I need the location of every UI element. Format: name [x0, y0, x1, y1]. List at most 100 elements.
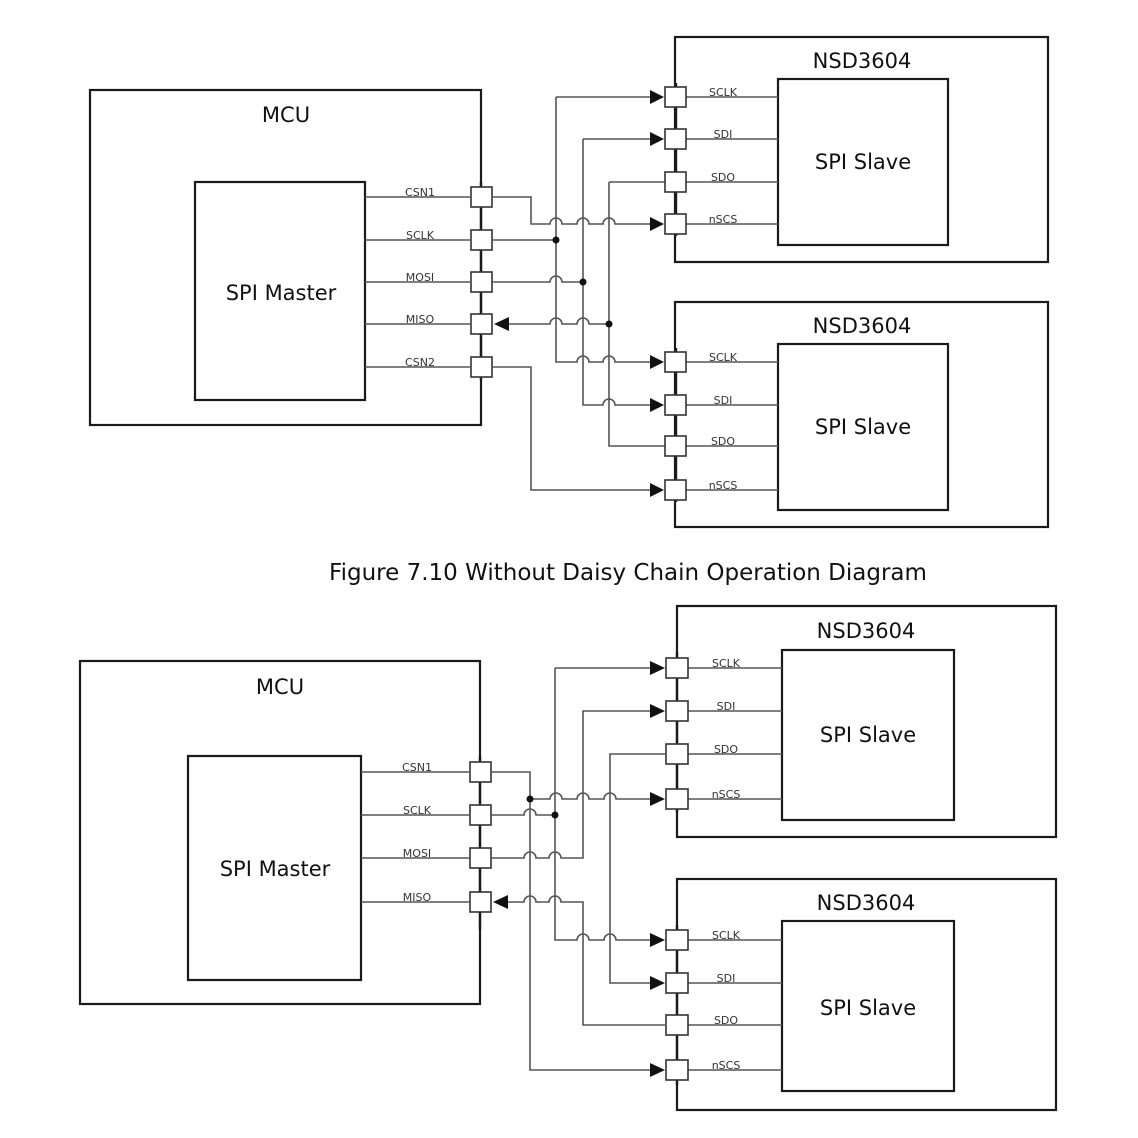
arrow-in: [650, 976, 665, 990]
arrow-in: [650, 933, 665, 947]
mcu-pin-label-sclk: SCLK: [403, 804, 432, 817]
mcu-pin-label-miso: MISO: [403, 891, 432, 904]
junction-csn1: [526, 795, 534, 803]
mcu-pin-label-mosi: MOSI: [406, 271, 434, 284]
mcu-pin-label-csn1: CSN1: [402, 761, 432, 774]
slave-2: NSD3604 SPI Slave SCLK SDI SDO nSCS: [650, 877, 1058, 1112]
mcu-pins: CSN1 SCLK MOSI MISO: [361, 761, 492, 913]
arrow-in: [650, 90, 664, 104]
wire-csn1: [491, 771, 652, 1071]
slave-pin-label-sdi: SDI: [714, 128, 733, 141]
mcu-pin-csn2: [470, 356, 493, 378]
mcu-pin-mosi: [469, 847, 492, 869]
mcu-pin-csn1: [470, 186, 493, 208]
wire-csn2: [492, 366, 652, 491]
wire-sclk-v: [555, 97, 652, 363]
slave-pin-label-sclk: SCLK: [709, 351, 738, 364]
slave-pin-label-sdo: SDO: [714, 743, 738, 756]
slave-pin-label-sdo: SDO: [714, 1014, 738, 1027]
wire-mosi: [491, 710, 652, 859]
slave-pin-label-sdo: SDO: [711, 171, 735, 184]
mcu-title: MCU: [256, 675, 304, 699]
slave-1: NSD3604 SPI Slave SCLK SDI SDO nSCS: [650, 35, 1050, 264]
spi-slave-box: [776, 342, 950, 512]
junction-sclk: [551, 811, 559, 819]
spi-slave-label: SPI Slave: [815, 150, 911, 174]
slave-pin-label-nscs: nSCS: [709, 213, 738, 226]
spi-slave-box: [780, 648, 956, 822]
slave-1: NSD3604 SPI Slave SCLK SDI SDO nSCS: [650, 604, 1058, 839]
arrow-in: [650, 398, 664, 412]
slave-pin-sclk: [664, 351, 687, 373]
slave-pin-label-sclk: SCLK: [712, 657, 741, 670]
spi-master-box: [193, 180, 367, 402]
slave-pin-sdo: [664, 435, 687, 457]
spi-master-label: SPI Master: [226, 281, 337, 305]
mcu-pin-label-csn1: CSN1: [405, 186, 435, 199]
slave-pin-label-sdi: SDI: [717, 972, 736, 985]
slave-title: NSD3604: [813, 314, 912, 338]
arrow-in: [650, 1063, 665, 1077]
junction-sclk: [552, 236, 560, 244]
wire-csn1-slave1: [530, 792, 652, 800]
slave-pin-label-nscs: nSCS: [712, 788, 741, 801]
slave-pin-label-nscs: nSCS: [709, 479, 738, 492]
slave-pin-sdo: [665, 1014, 689, 1036]
arrow-miso: [493, 895, 508, 909]
mcu-pin-csn1: [469, 761, 492, 783]
wire-sclk-v: [554, 668, 652, 941]
slave-pin-label-nscs: nSCS: [712, 1059, 741, 1072]
spi-master-label: SPI Master: [220, 857, 331, 881]
slave-pin-sdi: [665, 700, 689, 722]
spi-slave-box: [780, 919, 956, 1093]
arrow-in: [650, 704, 665, 718]
wire-mosi-v: [582, 139, 652, 406]
wire-sclk-h: [491, 808, 555, 816]
slave-title: NSD3604: [813, 49, 912, 73]
slave-pin-sdi: [664, 128, 687, 150]
arrow-in: [650, 132, 664, 146]
slave-pin-sdo: [665, 743, 689, 765]
spi-slave-label: SPI Slave: [820, 723, 916, 747]
mcu-pin-mosi: [470, 271, 493, 293]
slave-pin-sdi: [665, 972, 689, 994]
slave-pin-nscs: [664, 479, 687, 501]
wires-top: [492, 96, 665, 491]
slave-pin-nscs: [664, 213, 687, 235]
mcu-pin-sclk: [469, 804, 492, 826]
slave-pin-sdi: [664, 394, 687, 416]
slave-pin-sclk: [665, 929, 689, 951]
mcu-pin-label-miso: MISO: [406, 313, 435, 326]
mcu-box: [88, 88, 483, 427]
mcu-pin-label-csn2: CSN2: [405, 356, 435, 369]
wire-csn1: [492, 196, 652, 225]
slave-title: NSD3604: [817, 891, 916, 915]
wire-sdo1-sdi2: [609, 753, 665, 984]
arrow-in: [650, 355, 664, 369]
mcu-title: MCU: [262, 103, 310, 127]
arrow-in: [650, 661, 665, 675]
spi-slave-label: SPI Slave: [815, 415, 911, 439]
arrow-in: [650, 483, 664, 497]
mcu-pin-sclk: [470, 229, 493, 251]
slave-pin-nscs: [665, 788, 689, 810]
slave-pin-sdo: [664, 171, 687, 193]
slave-pin-label-sdi: SDI: [717, 700, 736, 713]
arrow-in: [650, 792, 665, 806]
diagram-daisy-chain: MCU SPI Master CSN1 SCLK MOSI MISO: [78, 604, 1058, 1112]
slave-title: NSD3604: [817, 619, 916, 643]
spi-slave-box: [776, 77, 950, 247]
slave-pin-sclk: [664, 86, 687, 108]
arrow-miso: [494, 317, 509, 331]
mcu-pin-miso: [470, 313, 493, 335]
slave-pin-sclk: [665, 657, 689, 679]
mcu-box: [78, 659, 482, 1006]
wire-miso-h: [509, 317, 609, 325]
junction-miso: [605, 320, 613, 328]
arrow-in: [650, 217, 664, 231]
wire-mosi-h: [492, 275, 583, 283]
wires-bottom: [491, 667, 665, 1071]
figure-caption: Figure 7.10 Without Daisy Chain Operatio…: [329, 560, 927, 586]
wire-miso: [508, 895, 665, 1026]
